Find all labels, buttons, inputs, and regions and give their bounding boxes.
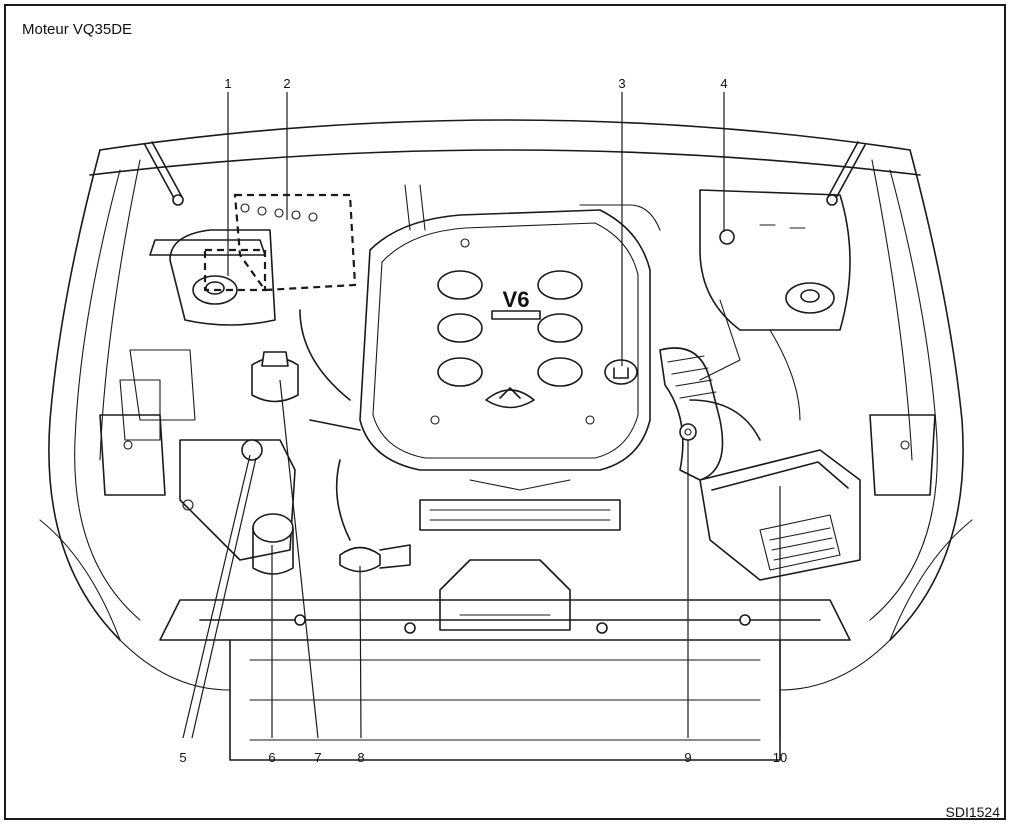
left-strut-tower bbox=[119, 229, 276, 441]
brake-fluid-reservoir bbox=[251, 351, 299, 403]
left-bracket bbox=[99, 414, 166, 496]
hoses bbox=[299, 184, 801, 541]
callout-3: 3 bbox=[618, 76, 625, 91]
callout-6: 6 bbox=[268, 750, 275, 765]
radiator-cap bbox=[339, 544, 411, 573]
callout-4: 4 bbox=[720, 76, 727, 91]
callout-2: 2 bbox=[283, 76, 290, 91]
right-strut-tower bbox=[699, 189, 851, 331]
figure-title: Moteur VQ35DE bbox=[22, 21, 133, 38]
callout-8: 8 bbox=[357, 750, 364, 765]
leader-lines bbox=[182, 92, 781, 739]
callout-7: 7 bbox=[314, 750, 321, 765]
cover-badge: V6 bbox=[503, 287, 530, 312]
mass-air-flow-sensor bbox=[679, 423, 697, 441]
fuse-relay-box-outline bbox=[203, 193, 357, 292]
engine-coolant-reservoir bbox=[252, 513, 294, 575]
callout-9: 9 bbox=[684, 750, 691, 765]
figure-code: SDI1524 bbox=[945, 804, 1000, 820]
callout-5: 5 bbox=[179, 750, 186, 765]
right-bracket bbox=[869, 414, 936, 496]
callout-10: 10 bbox=[773, 750, 787, 765]
oil-filler-cap bbox=[604, 359, 638, 385]
callout-1: 1 bbox=[224, 76, 231, 91]
engine-cover: V6 bbox=[359, 209, 651, 471]
callout-labels: 1 2 3 4 5 6 7 8 9 10 bbox=[179, 76, 787, 765]
intake-duct bbox=[659, 347, 761, 481]
